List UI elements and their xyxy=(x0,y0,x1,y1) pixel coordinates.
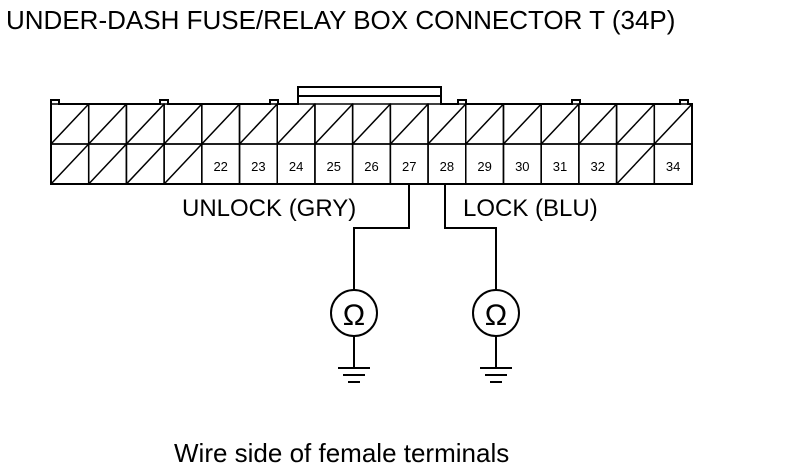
unused-cavity-hatch xyxy=(389,103,429,145)
terminal-number: 34 xyxy=(666,159,680,174)
unused-cavity-hatch xyxy=(201,103,241,145)
unused-cavity-hatch xyxy=(125,143,165,185)
connector-cell: 23 xyxy=(238,143,278,185)
connector-cell: 29 xyxy=(465,143,505,185)
connector-cell xyxy=(163,103,203,145)
terminal-number: 30 xyxy=(515,159,529,174)
connector-cell xyxy=(314,103,354,145)
connector-cell: 34 xyxy=(653,143,693,185)
unlock-wire-label: UNLOCK (GRY) xyxy=(182,195,356,222)
lock-wire-label: LOCK (BLU) xyxy=(463,195,598,222)
unused-cavity-hatch xyxy=(616,103,655,145)
unused-cavity-hatch xyxy=(163,103,203,145)
unlock-wire xyxy=(353,184,410,290)
connector-cell xyxy=(50,103,90,145)
terminal-number: 23 xyxy=(251,159,265,174)
terminal-number: 26 xyxy=(364,159,378,174)
connector-cell: 27 xyxy=(389,143,429,185)
connector-cell: 30 xyxy=(502,143,542,185)
unused-cavity-hatch xyxy=(616,143,655,185)
unused-cavity-hatch xyxy=(88,103,127,145)
terminal-number: 22 xyxy=(213,159,227,174)
terminal-number: 25 xyxy=(327,159,341,174)
connector-cell xyxy=(653,103,693,145)
connector-cell xyxy=(427,103,467,145)
ohm-symbol: Ω xyxy=(343,299,365,332)
unused-cavity-hatch xyxy=(578,103,618,145)
connector-cell xyxy=(465,103,505,145)
connector-cell: 24 xyxy=(276,143,316,185)
unused-cavity-hatch xyxy=(50,143,90,185)
unused-cavity-hatch xyxy=(238,103,278,145)
unused-cavity-hatch xyxy=(465,103,505,145)
terminal-number: 31 xyxy=(553,159,567,174)
lock-wire xyxy=(444,184,497,290)
connector-cell xyxy=(276,103,316,145)
connector-cell xyxy=(540,103,580,145)
connector-cell xyxy=(87,103,128,145)
connector-cells: 22 23 24 25 26 27 28 29 30 31 32 34 xyxy=(50,103,693,185)
connector-cell xyxy=(163,143,203,185)
connector-cell xyxy=(578,103,618,145)
connector-cell xyxy=(201,103,241,145)
unused-cavity-hatch xyxy=(50,103,90,145)
unused-cavity-hatch xyxy=(427,103,467,145)
unused-cavity-hatch xyxy=(276,103,316,145)
unlock-ohmmeter: Ω xyxy=(330,289,378,383)
unused-cavity-hatch xyxy=(163,143,203,185)
diagram-caption: Wire side of female terminals xyxy=(174,438,509,468)
unused-cavity-hatch xyxy=(314,103,354,145)
terminal-number: 27 xyxy=(402,159,416,174)
ground-icon xyxy=(480,367,512,383)
unused-cavity-hatch xyxy=(502,103,542,145)
diagram-title: UNDER-DASH FUSE/RELAY BOX CONNECTOR T (3… xyxy=(6,5,675,35)
unused-cavity-hatch xyxy=(125,103,165,145)
connector-cell xyxy=(125,143,165,185)
connector-cell xyxy=(238,103,278,145)
ohm-symbol: Ω xyxy=(485,299,507,332)
unused-cavity-hatch xyxy=(88,143,127,185)
unused-cavity-hatch xyxy=(653,103,693,145)
connector-cell xyxy=(351,103,392,145)
terminal-number: 32 xyxy=(591,159,605,174)
connector-cell xyxy=(389,103,429,145)
connector-cell: 22 xyxy=(201,143,241,185)
ground-icon xyxy=(338,367,370,383)
connector-cell: 25 xyxy=(314,143,354,185)
connector-cell: 26 xyxy=(351,143,392,185)
connector-cell: 31 xyxy=(540,143,580,185)
connector-cell xyxy=(125,103,165,145)
unused-cavity-hatch xyxy=(540,103,580,145)
connector-cell xyxy=(50,143,90,185)
lock-ohmmeter: Ω xyxy=(472,289,520,383)
connector-cell xyxy=(615,143,656,185)
connector-cell xyxy=(615,103,656,145)
connector-cell xyxy=(87,143,128,185)
terminal-number: 24 xyxy=(289,159,303,174)
connector-cell xyxy=(502,103,542,145)
connector-cell: 32 xyxy=(578,143,618,185)
terminal-number: 29 xyxy=(477,159,491,174)
terminal-number: 28 xyxy=(440,159,454,174)
connector-cell: 28 xyxy=(427,143,467,185)
unused-cavity-hatch xyxy=(352,103,391,145)
